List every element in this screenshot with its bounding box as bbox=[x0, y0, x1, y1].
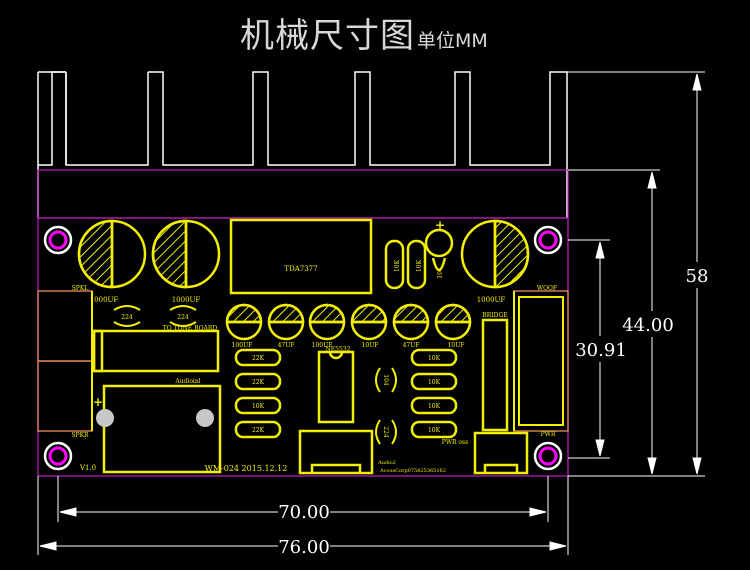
credit-line-2: AcousCorp075825365162 bbox=[379, 468, 446, 474]
pwr-small-label: PWR oss bbox=[442, 439, 468, 446]
cap-small-1 bbox=[225, 303, 263, 341]
cap-small-2-label: 47UF bbox=[278, 342, 295, 349]
cap-small-3-label: 100UF bbox=[312, 342, 333, 349]
cap-big-1 bbox=[77, 219, 147, 289]
left-resistor-labels: 22K 22K 10K 22K bbox=[252, 355, 265, 434]
cap-big-3-label: 1000UF bbox=[477, 296, 506, 304]
mounting-holes bbox=[43, 225, 563, 471]
ceramic-104-label: 104 bbox=[382, 374, 389, 386]
right-resistor-labels: 10K 10K 10K 10K bbox=[428, 355, 441, 434]
dim-44: 44.00 bbox=[622, 315, 674, 336]
cap-small-2 bbox=[267, 303, 305, 341]
bridge-rectifier bbox=[481, 318, 509, 432]
cap-small-4 bbox=[350, 303, 388, 341]
dim-70: 70.00 bbox=[278, 502, 330, 523]
ceramic-224-pair bbox=[113, 305, 197, 327]
res-right-1-label: 10K bbox=[428, 355, 441, 362]
chip-tda bbox=[229, 218, 373, 295]
ceramic-vertical bbox=[375, 367, 397, 445]
bridge-label: BRIDGE bbox=[482, 312, 507, 319]
audio-input-block bbox=[96, 384, 222, 474]
dim-58: 58 bbox=[686, 266, 709, 287]
dimension-labels: 58 44.00 30.91 70.00 76.00 bbox=[278, 262, 711, 558]
ic-ne5532 bbox=[317, 350, 355, 424]
woof-label: WOOF bbox=[537, 285, 557, 292]
audio-input-label: Audioinl bbox=[174, 378, 200, 385]
cap-big-1-label: 1000UF bbox=[90, 296, 119, 304]
cap-big-2-label: 1000UF bbox=[172, 296, 201, 304]
cap-small-3 bbox=[308, 303, 346, 341]
top-resistors bbox=[384, 239, 427, 290]
hole-top-left bbox=[43, 225, 73, 255]
cap-big-2 bbox=[151, 219, 221, 289]
pwr-label: PWR bbox=[541, 431, 556, 438]
res-left-2-label: 22K bbox=[252, 379, 265, 386]
cap-small-4-label: 10UF bbox=[362, 342, 379, 349]
dim-30-91: 30.91 bbox=[575, 340, 627, 361]
left-resistors bbox=[234, 348, 282, 439]
cap-small-5 bbox=[392, 303, 430, 341]
connector-silk bbox=[91, 291, 564, 431]
ceramic-224-b-label: 224 bbox=[177, 314, 189, 321]
title-main: 机械尺寸图 bbox=[240, 16, 415, 56]
res-right-2-label: 10K bbox=[428, 379, 441, 386]
cap-small-6 bbox=[434, 303, 472, 341]
hole-bottom-left bbox=[43, 441, 73, 471]
hole-top-right bbox=[533, 225, 563, 255]
tone-board-label: TO TONE BOARD bbox=[163, 325, 218, 332]
version-label: V1.0 bbox=[79, 464, 96, 472]
res-left-3-label: 10K bbox=[252, 403, 265, 410]
big-capacitors bbox=[77, 219, 530, 289]
plus-sign-top: + bbox=[435, 218, 445, 232]
tone-board-connector bbox=[92, 329, 220, 373]
spkr-label: SPKR bbox=[71, 432, 89, 439]
credit-line-1: Audio2 bbox=[377, 460, 396, 466]
res-left-4-label: 22K bbox=[252, 427, 265, 434]
res-top-1-label: 10K bbox=[394, 259, 401, 272]
small-cap-labels: 100UF 47UF 100UF 10UF 47UF 10UF bbox=[232, 342, 465, 349]
right-resistors bbox=[410, 348, 458, 439]
cap-big-3 bbox=[460, 219, 530, 289]
hole-bottom-right bbox=[533, 441, 563, 471]
bottom-connectors bbox=[298, 429, 529, 475]
res-right-3-label: 10K bbox=[428, 403, 441, 410]
title-unit: 单位MM bbox=[417, 30, 488, 52]
res-right-4-label: 10K bbox=[428, 427, 441, 434]
ceramic-224-label: 224 bbox=[382, 426, 389, 438]
ic-ne5532-label: NE5532 bbox=[326, 346, 351, 353]
res-top-2-label: 10K bbox=[416, 259, 423, 272]
plus-sign-audio: + bbox=[93, 395, 103, 409]
spkl-label: SPKL bbox=[72, 285, 89, 292]
cap-small-6-label: 10UF bbox=[448, 342, 465, 349]
ceramic-top-label: 104 bbox=[437, 267, 444, 279]
cap-small-1-label: 100UF bbox=[232, 342, 253, 349]
chip-tda-label: TDA7377 bbox=[284, 265, 317, 273]
cap-small-5-label: 47UF bbox=[403, 342, 420, 349]
ceramic-224-a-label: 224 bbox=[121, 314, 133, 321]
res-left-1-label: 22K bbox=[252, 355, 265, 362]
dim-76: 76.00 bbox=[278, 537, 330, 558]
ceramic-top bbox=[424, 228, 454, 272]
page-title: 机械尺寸图单位MM bbox=[240, 8, 488, 57]
small-caps bbox=[225, 303, 472, 341]
model-label: WM-024 2015.12.12 bbox=[205, 464, 288, 473]
heatsink bbox=[37, 71, 568, 218]
